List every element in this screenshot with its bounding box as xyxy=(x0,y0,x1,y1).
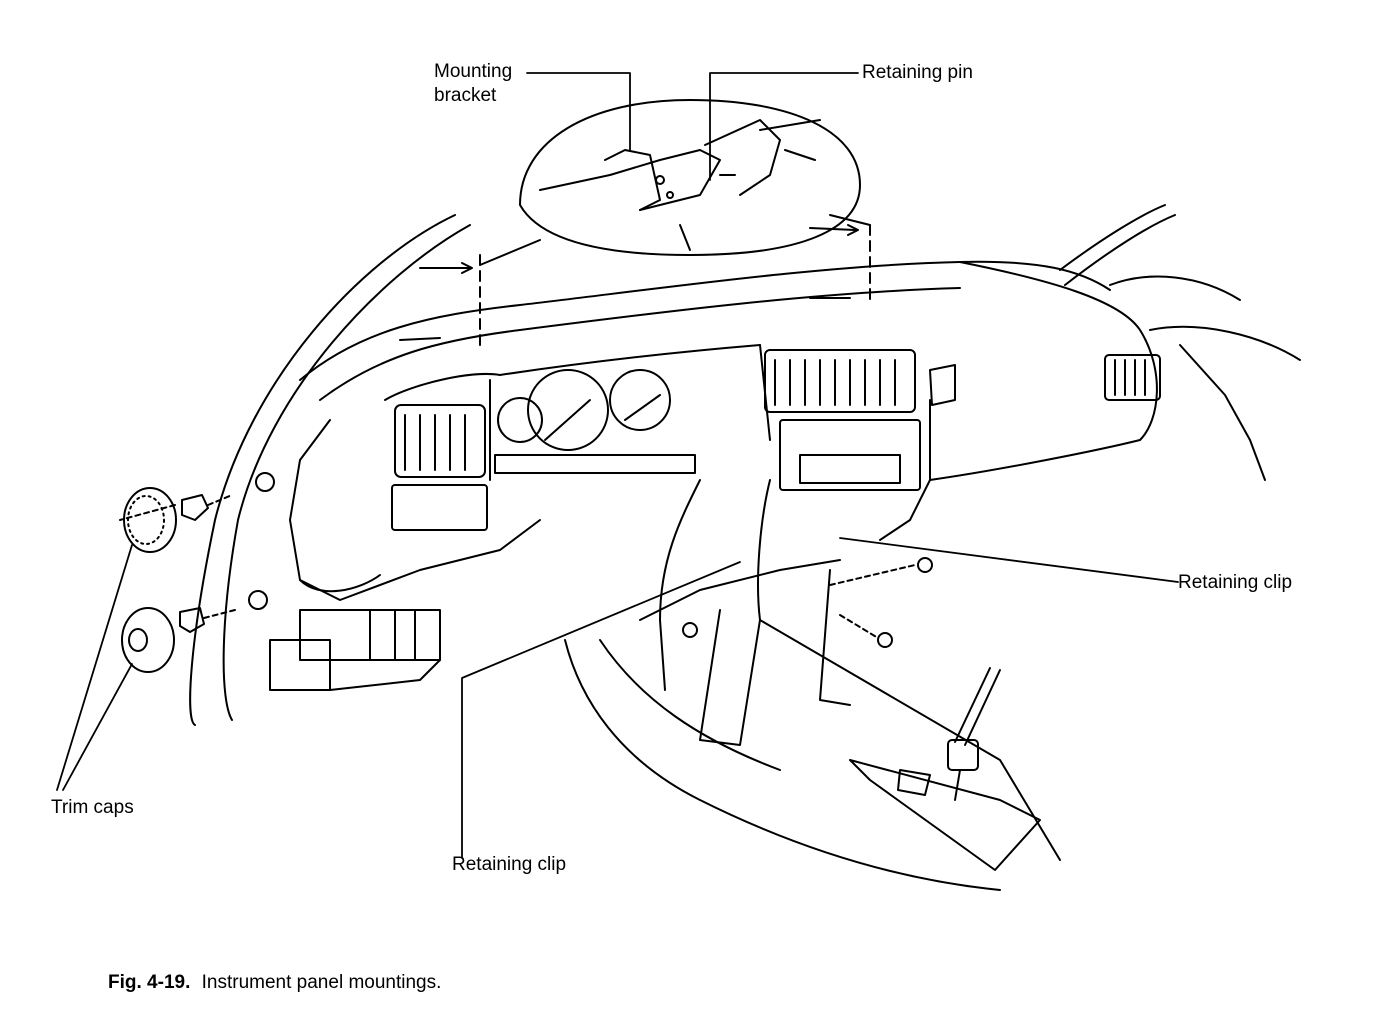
leader-trim-caps-upper xyxy=(56,544,133,791)
figure-caption-text: Instrument panel mountings. xyxy=(201,972,442,993)
screw-upper xyxy=(119,472,275,521)
console-screws xyxy=(682,557,933,648)
leader-mounting-bracket xyxy=(526,72,631,151)
leader-trim-caps-lower xyxy=(62,663,133,791)
detail-inset xyxy=(399,99,871,346)
left-door-frame xyxy=(189,214,471,726)
leader-retaining-clip-right xyxy=(839,537,1179,583)
figure-number: Fig. 4-19. xyxy=(108,972,191,993)
center-console xyxy=(564,479,1061,891)
label-retaining-pin: Retaining pin xyxy=(862,62,973,83)
leader-retaining-pin xyxy=(709,72,859,181)
label-retaining-clip-bottom: Retaining clip xyxy=(452,854,567,875)
callout-leaders xyxy=(56,72,1179,859)
fuse-box xyxy=(269,609,441,691)
label-mounting-line1: Mounting xyxy=(434,61,513,82)
leader-retaining-clip-bottom xyxy=(461,561,741,859)
dashboard-body xyxy=(289,260,1161,601)
label-retaining-clip-right: Retaining clip xyxy=(1178,572,1293,593)
label-bracket-line2: bracket xyxy=(434,85,497,106)
screw-lower xyxy=(179,590,268,633)
label-trim-caps: Trim caps xyxy=(51,797,134,818)
label-mounting-bracket: Mounting bracket xyxy=(434,60,512,108)
trim-cap-lower xyxy=(121,607,175,673)
figure-caption: Fig. 4-19. Instrument panel mountings. xyxy=(108,972,441,994)
trim-cap-upper xyxy=(123,487,177,553)
right-pillar xyxy=(1059,204,1301,481)
